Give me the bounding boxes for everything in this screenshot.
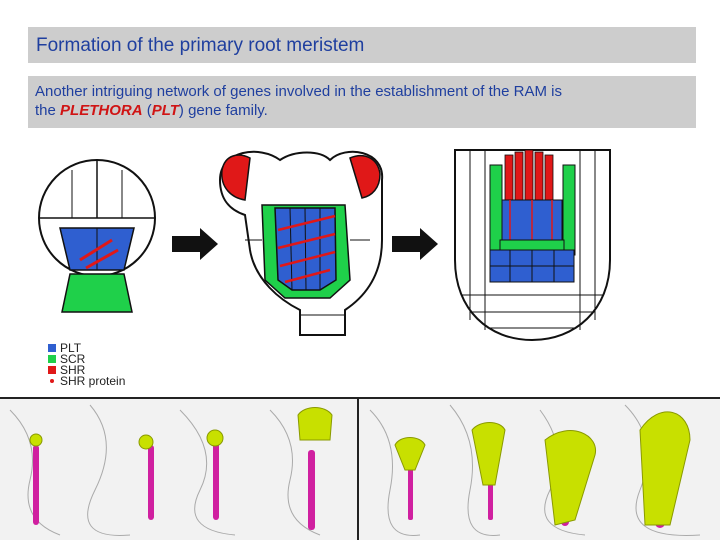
intro-line-2: the PLETHORA (PLT) gene family. — [35, 101, 690, 120]
paren-close: ) — [178, 102, 184, 119]
arrow-icon — [172, 228, 218, 260]
intro-text-box: Another intriguing network of genes invo… — [28, 76, 696, 128]
legend-marker-shr-protein — [50, 379, 54, 383]
mature-root-meristem — [454, 149, 611, 342]
legend-swatch-plt — [48, 344, 56, 352]
intro-prefix: the — [35, 102, 61, 119]
micrograph-strip — [0, 397, 720, 540]
arrow-icon — [392, 228, 438, 260]
slide-title: Formation of the primary root meristem — [36, 35, 365, 56]
legend-swatch-scr — [48, 355, 56, 363]
intro-line-1: Another intriguing network of genes invo… — [35, 83, 562, 100]
gene-name-plethora: PLETHORA — [60, 102, 143, 119]
legend-label-scr: SCR — [60, 352, 86, 366]
gene-legend: PLT SCR SHR SHR protein — [48, 341, 125, 388]
intro-suffix: gene family. — [183, 102, 268, 119]
embryo-stage-globular — [38, 159, 156, 313]
legend-label-plt: PLT — [60, 341, 82, 355]
legend-label-shr-protein: SHR protein — [60, 374, 125, 388]
slide-title-bar: Formation of the primary root meristem — [28, 27, 696, 63]
legend-label-shr: SHR — [60, 363, 86, 377]
legend-swatch-shr — [48, 366, 56, 374]
root-meristem-figure: PLT SCR SHR SHR protein — [0, 149, 720, 540]
paren-open: ( — [142, 102, 152, 119]
gene-abbr-plt: PLT — [151, 102, 179, 119]
embryo-stage-heart — [218, 150, 384, 336]
